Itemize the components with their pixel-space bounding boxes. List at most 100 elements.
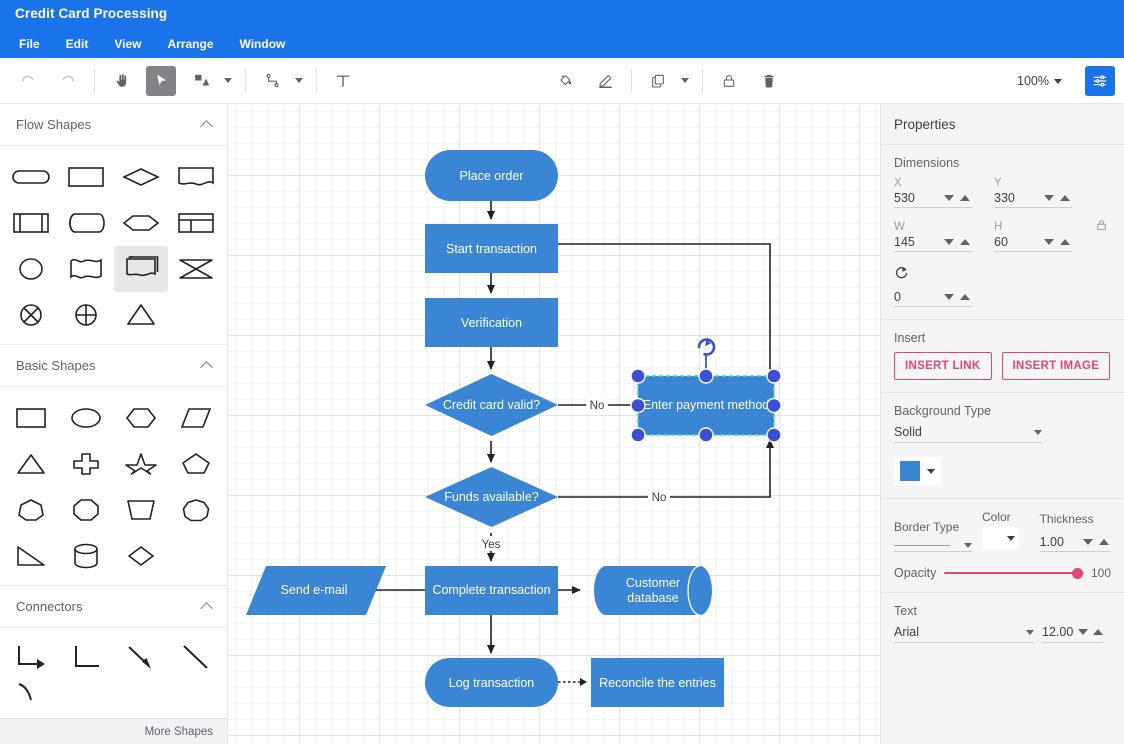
- node-credit-card-valid[interactable]: Credit card valid?: [425, 374, 558, 436]
- redo-icon[interactable]: [53, 66, 83, 96]
- section-header-basic-shapes[interactable]: Basic Shapes: [0, 345, 227, 387]
- shapes-dropdown-caret[interactable]: [221, 67, 235, 95]
- hand-icon[interactable]: [106, 66, 136, 96]
- shape-hourglass[interactable]: [168, 246, 223, 292]
- thickness-stepper[interactable]: 1.00: [1039, 535, 1111, 552]
- diagram-canvas[interactable]: Place order Start transaction Verificati…: [228, 104, 880, 744]
- handle-sw[interactable]: [630, 427, 646, 443]
- node-enter-payment-method[interactable]: Enter payment method: [638, 376, 774, 435]
- y-decrement-icon[interactable]: [1044, 195, 1054, 201]
- background-color-picker[interactable]: [894, 457, 941, 485]
- opacity-knob[interactable]: [1071, 567, 1083, 579]
- shape-nonagon[interactable]: [168, 487, 223, 533]
- border-type-select[interactable]: [894, 543, 972, 552]
- node-funds-available[interactable]: Funds available?: [425, 467, 558, 527]
- shape-basic-rectangle[interactable]: [4, 395, 59, 441]
- shape-wave[interactable]: [59, 246, 114, 292]
- copy-dropdown-caret[interactable]: [678, 67, 692, 95]
- x-increment-icon[interactable]: [960, 195, 970, 201]
- h-stepper[interactable]: 60: [994, 235, 1072, 252]
- zoom-control[interactable]: 100%: [1011, 58, 1068, 104]
- y-stepper[interactable]: 330: [994, 191, 1072, 208]
- y-increment-icon[interactable]: [1060, 195, 1070, 201]
- handle-w[interactable]: [630, 397, 646, 414]
- font-size-stepper[interactable]: 12.00: [1042, 625, 1104, 643]
- shape-rounded-pill[interactable]: [4, 154, 59, 200]
- section-header-flow-shapes[interactable]: Flow Shapes: [0, 104, 227, 146]
- opacity-slider[interactable]: [944, 567, 1083, 579]
- connector-dropdown-caret[interactable]: [292, 67, 306, 95]
- shape-process-bars[interactable]: [4, 200, 59, 246]
- x-stepper[interactable]: 530: [894, 191, 972, 208]
- handle-n[interactable]: [698, 368, 714, 384]
- cursor-icon[interactable]: [146, 65, 176, 96]
- menu-file[interactable]: File: [19, 37, 40, 51]
- shape-multi-document[interactable]: [113, 246, 169, 292]
- pen-icon[interactable]: [590, 66, 620, 96]
- thickness-increment-icon[interactable]: [1099, 539, 1109, 545]
- text-icon[interactable]: [328, 66, 358, 96]
- connector-diagonal-line[interactable]: [168, 636, 223, 682]
- insert-image-button[interactable]: INSERT IMAGE: [1001, 352, 1111, 380]
- undo-icon[interactable]: [13, 66, 43, 96]
- shape-diamond-flat[interactable]: [114, 154, 169, 200]
- h-decrement-icon[interactable]: [1044, 239, 1054, 245]
- shape-circle-x[interactable]: [4, 292, 59, 338]
- lock-aspect-icon[interactable]: [1095, 218, 1108, 237]
- shape-star[interactable]: [114, 441, 169, 487]
- shape-octagon[interactable]: [59, 487, 114, 533]
- handle-se[interactable]: [766, 427, 782, 443]
- menu-arrange[interactable]: Arrange: [167, 37, 214, 51]
- shape-rectangle[interactable]: [59, 154, 114, 200]
- node-start-transaction[interactable]: Start transaction: [425, 224, 558, 273]
- shape-cross[interactable]: [59, 441, 114, 487]
- fill-bucket-icon[interactable]: [550, 66, 580, 96]
- shapes-icon[interactable]: [186, 66, 216, 96]
- copy-icon[interactable]: [643, 66, 673, 96]
- shape-diamond[interactable]: [114, 533, 169, 579]
- insert-link-button[interactable]: INSERT LINK: [894, 352, 992, 380]
- shape-table[interactable]: [168, 200, 223, 246]
- shape-document[interactable]: [168, 154, 223, 200]
- font-size-increment-icon[interactable]: [1093, 629, 1104, 635]
- w-stepper[interactable]: 145: [894, 235, 972, 252]
- shape-cylinder[interactable]: [59, 533, 114, 579]
- handle-ne[interactable]: [766, 368, 782, 384]
- node-complete-transaction[interactable]: Complete transaction: [425, 566, 558, 615]
- lock-icon[interactable]: [714, 66, 744, 96]
- shape-ellipse[interactable]: [59, 395, 114, 441]
- shape-trapezoid[interactable]: [114, 487, 169, 533]
- shape-hexagon-flat[interactable]: [114, 200, 169, 246]
- tune-icon[interactable]: [1085, 66, 1115, 96]
- node-log-transaction[interactable]: Log transaction: [425, 658, 558, 707]
- node-place-order[interactable]: Place order: [425, 150, 558, 201]
- menu-edit[interactable]: Edit: [65, 37, 89, 51]
- handle-s[interactable]: [698, 427, 714, 443]
- rotation-decrement-icon[interactable]: [944, 294, 954, 300]
- handle-e[interactable]: [766, 397, 782, 414]
- connector-elbow-plain[interactable]: [59, 636, 114, 682]
- node-send-email[interactable]: Send e-mail: [246, 566, 386, 615]
- rotate-handle-icon[interactable]: [697, 338, 716, 356]
- h-increment-icon[interactable]: [1060, 239, 1070, 245]
- rotation-stepper[interactable]: 0: [894, 290, 972, 307]
- more-shapes-button[interactable]: More Shapes: [0, 718, 227, 744]
- shape-circle-cross[interactable]: [59, 292, 114, 338]
- connector-icon[interactable]: [257, 66, 287, 96]
- shape-heptagon[interactable]: [4, 487, 59, 533]
- node-verification[interactable]: Verification: [425, 298, 558, 347]
- menu-view[interactable]: View: [114, 37, 142, 51]
- w-decrement-icon[interactable]: [944, 239, 954, 245]
- shape-cylinder-horizontal[interactable]: [59, 200, 114, 246]
- shape-pentagon[interactable]: [168, 441, 223, 487]
- font-family-select[interactable]: Arial: [894, 625, 1034, 643]
- font-size-decrement-icon[interactable]: [1078, 629, 1089, 635]
- connector-elbow-arrow[interactable]: [4, 636, 59, 682]
- connector-diagonal-arrow[interactable]: [114, 636, 169, 682]
- shape-triangle-flow[interactable]: [114, 292, 169, 338]
- menu-window[interactable]: Window: [239, 37, 286, 51]
- shape-hexagon[interactable]: [114, 395, 169, 441]
- node-customer-database[interactable]: Customer database: [594, 565, 712, 616]
- thickness-decrement-icon[interactable]: [1083, 539, 1093, 545]
- background-type-select[interactable]: Solid: [894, 425, 1042, 443]
